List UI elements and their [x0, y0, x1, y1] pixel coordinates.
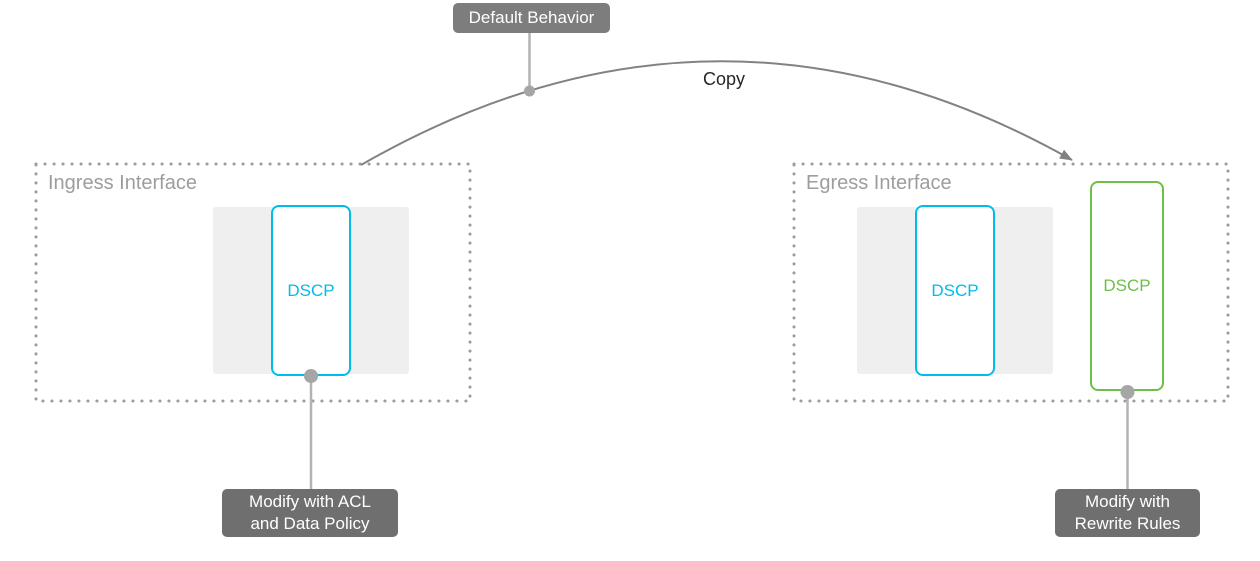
egress-dscp-rewritten-label: DSCP	[1103, 276, 1151, 295]
egress-dscp-field-original: DSCP	[915, 205, 995, 376]
copy-label: Copy	[702, 69, 746, 89]
egress-dscp-original-label: DSCP	[931, 280, 979, 300]
egress-interface-title: Egress Interface	[806, 172, 952, 194]
egress-dscp-field-rewritten: DSCP	[1090, 181, 1164, 391]
badge-line: and Data Policy	[250, 514, 370, 533]
badge-line: Modify with ACL	[249, 492, 371, 511]
default-behavior-badge: Default Behavior	[453, 3, 610, 33]
badge-line: Modify with	[1084, 492, 1171, 511]
ingress-dscp-label: DSCP	[287, 280, 335, 300]
ingress-dscp-field: DSCP	[271, 205, 351, 376]
ingress-modify-badge: Modify with ACL and Data Policy	[222, 489, 398, 537]
badge-line: Rewrite Rules	[1074, 514, 1181, 533]
ingress-interface-title: Ingress Interface	[48, 172, 197, 194]
egress-modify-badge: Modify with Rewrite Rules	[1055, 489, 1200, 537]
connector-dot-default-behavior	[524, 85, 535, 97]
